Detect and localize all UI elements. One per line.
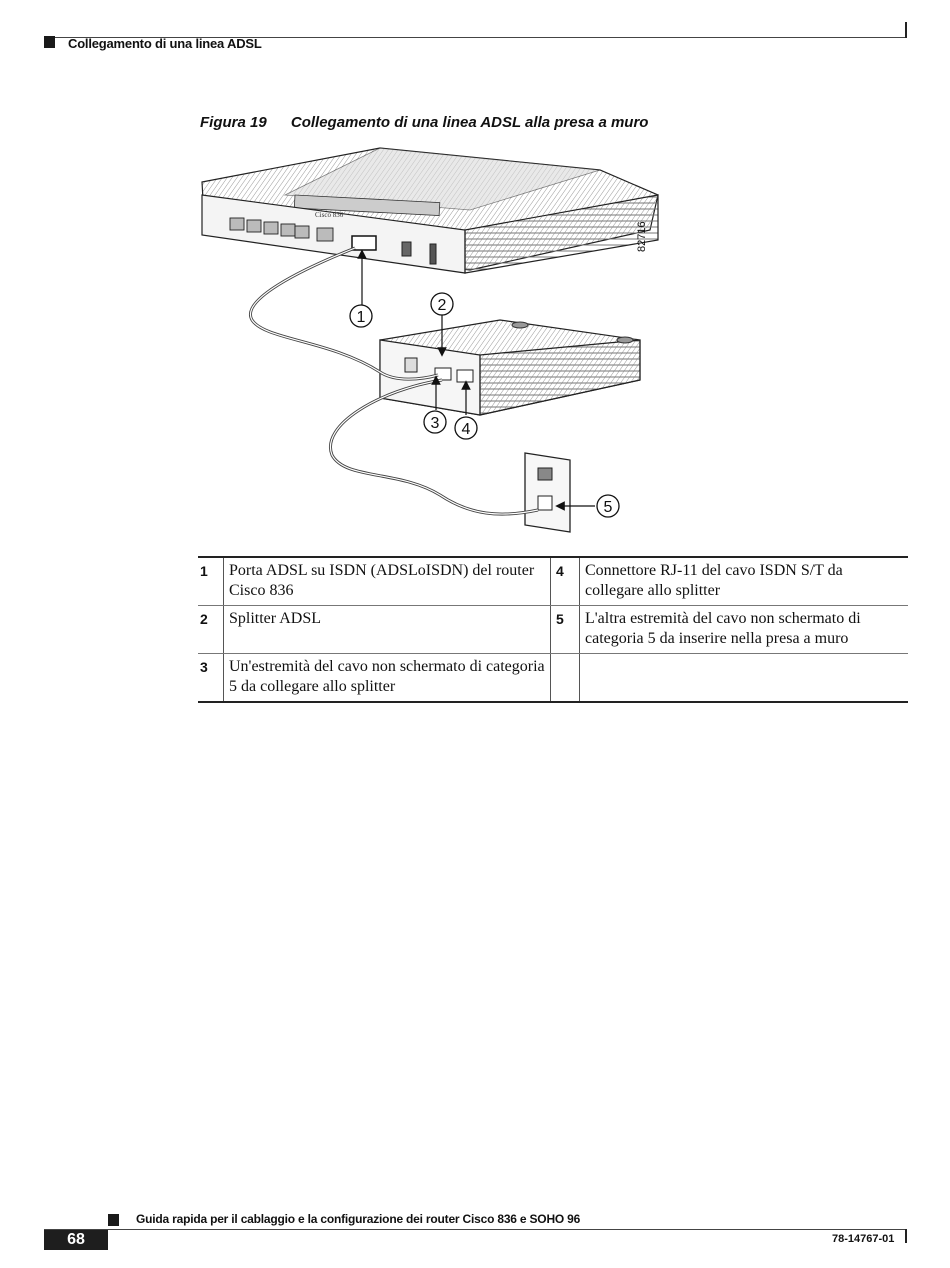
header-rule [44,37,907,38]
svg-text:5: 5 [604,499,613,516]
running-footer-title: Guida rapida per il cablaggio e la confi… [136,1212,581,1226]
callout-1: 1 [349,304,373,328]
adsl-connection-illustration: Cisco 836 1 [201,147,659,533]
table-row: 1 Porta ADSL su ISDN (ADSLoISDN) del rou… [198,556,908,606]
adsl-port [351,235,377,251]
header-tick [905,22,907,38]
figure-caption: Figura 19 Collegamento di una linea ADSL… [200,114,648,131]
callout-3: 3 [423,410,447,434]
legend-description [579,653,908,703]
svg-text:2: 2 [438,297,447,314]
footer-rule [44,1229,907,1230]
legend-description: Un'estremità del cavo non schermato di c… [223,653,551,703]
legend-description: Splitter ADSL [223,605,551,654]
header-marker [44,36,55,48]
callout-2: 2 [430,292,454,316]
callout-5: 5 [596,494,620,518]
figure-number: 82716 [636,221,648,252]
callout-4: 4 [454,416,478,440]
page-number-box [44,1230,108,1250]
running-header-title: Collegamento di una linea ADSL [68,36,262,51]
adsl-splitter [379,319,641,416]
legend-description: Connettore RJ-11 del cavo ISDN S/T da co… [579,556,908,606]
legend-number [550,653,580,703]
figure-label: Figura 19 [200,114,267,131]
legend-number: 2 [198,605,224,654]
table-row: 3 Un'estremità del cavo non schermato di… [198,653,908,703]
router-brand-label: Cisco 836 [315,211,344,219]
page-number: 68 [67,1231,85,1248]
legend-description: L'altra estremità del cavo non schermato… [579,605,908,654]
svg-text:3: 3 [431,415,440,432]
document-code: 78-14767-01 [832,1233,895,1245]
legend-number: 4 [550,556,580,606]
legend-number: 5 [550,605,580,654]
figure-title: Collegamento di una linea ADSL alla pres… [290,114,649,131]
footer-marker [108,1214,119,1226]
footer-tick [905,1229,907,1243]
router-cisco-836: Cisco 836 [201,147,659,274]
svg-text:4: 4 [462,421,471,438]
wall-jack [524,452,571,533]
legend-number: 3 [198,653,224,703]
legend-number: 1 [198,556,224,606]
table-row: 2 Splitter ADSL 5 L'altra estremità del … [198,605,908,654]
legend-description: Porta ADSL su ISDN (ADSLoISDN) del route… [223,556,551,606]
legend-table: 1 Porta ADSL su ISDN (ADSLoISDN) del rou… [198,556,908,703]
svg-text:1: 1 [357,309,366,326]
